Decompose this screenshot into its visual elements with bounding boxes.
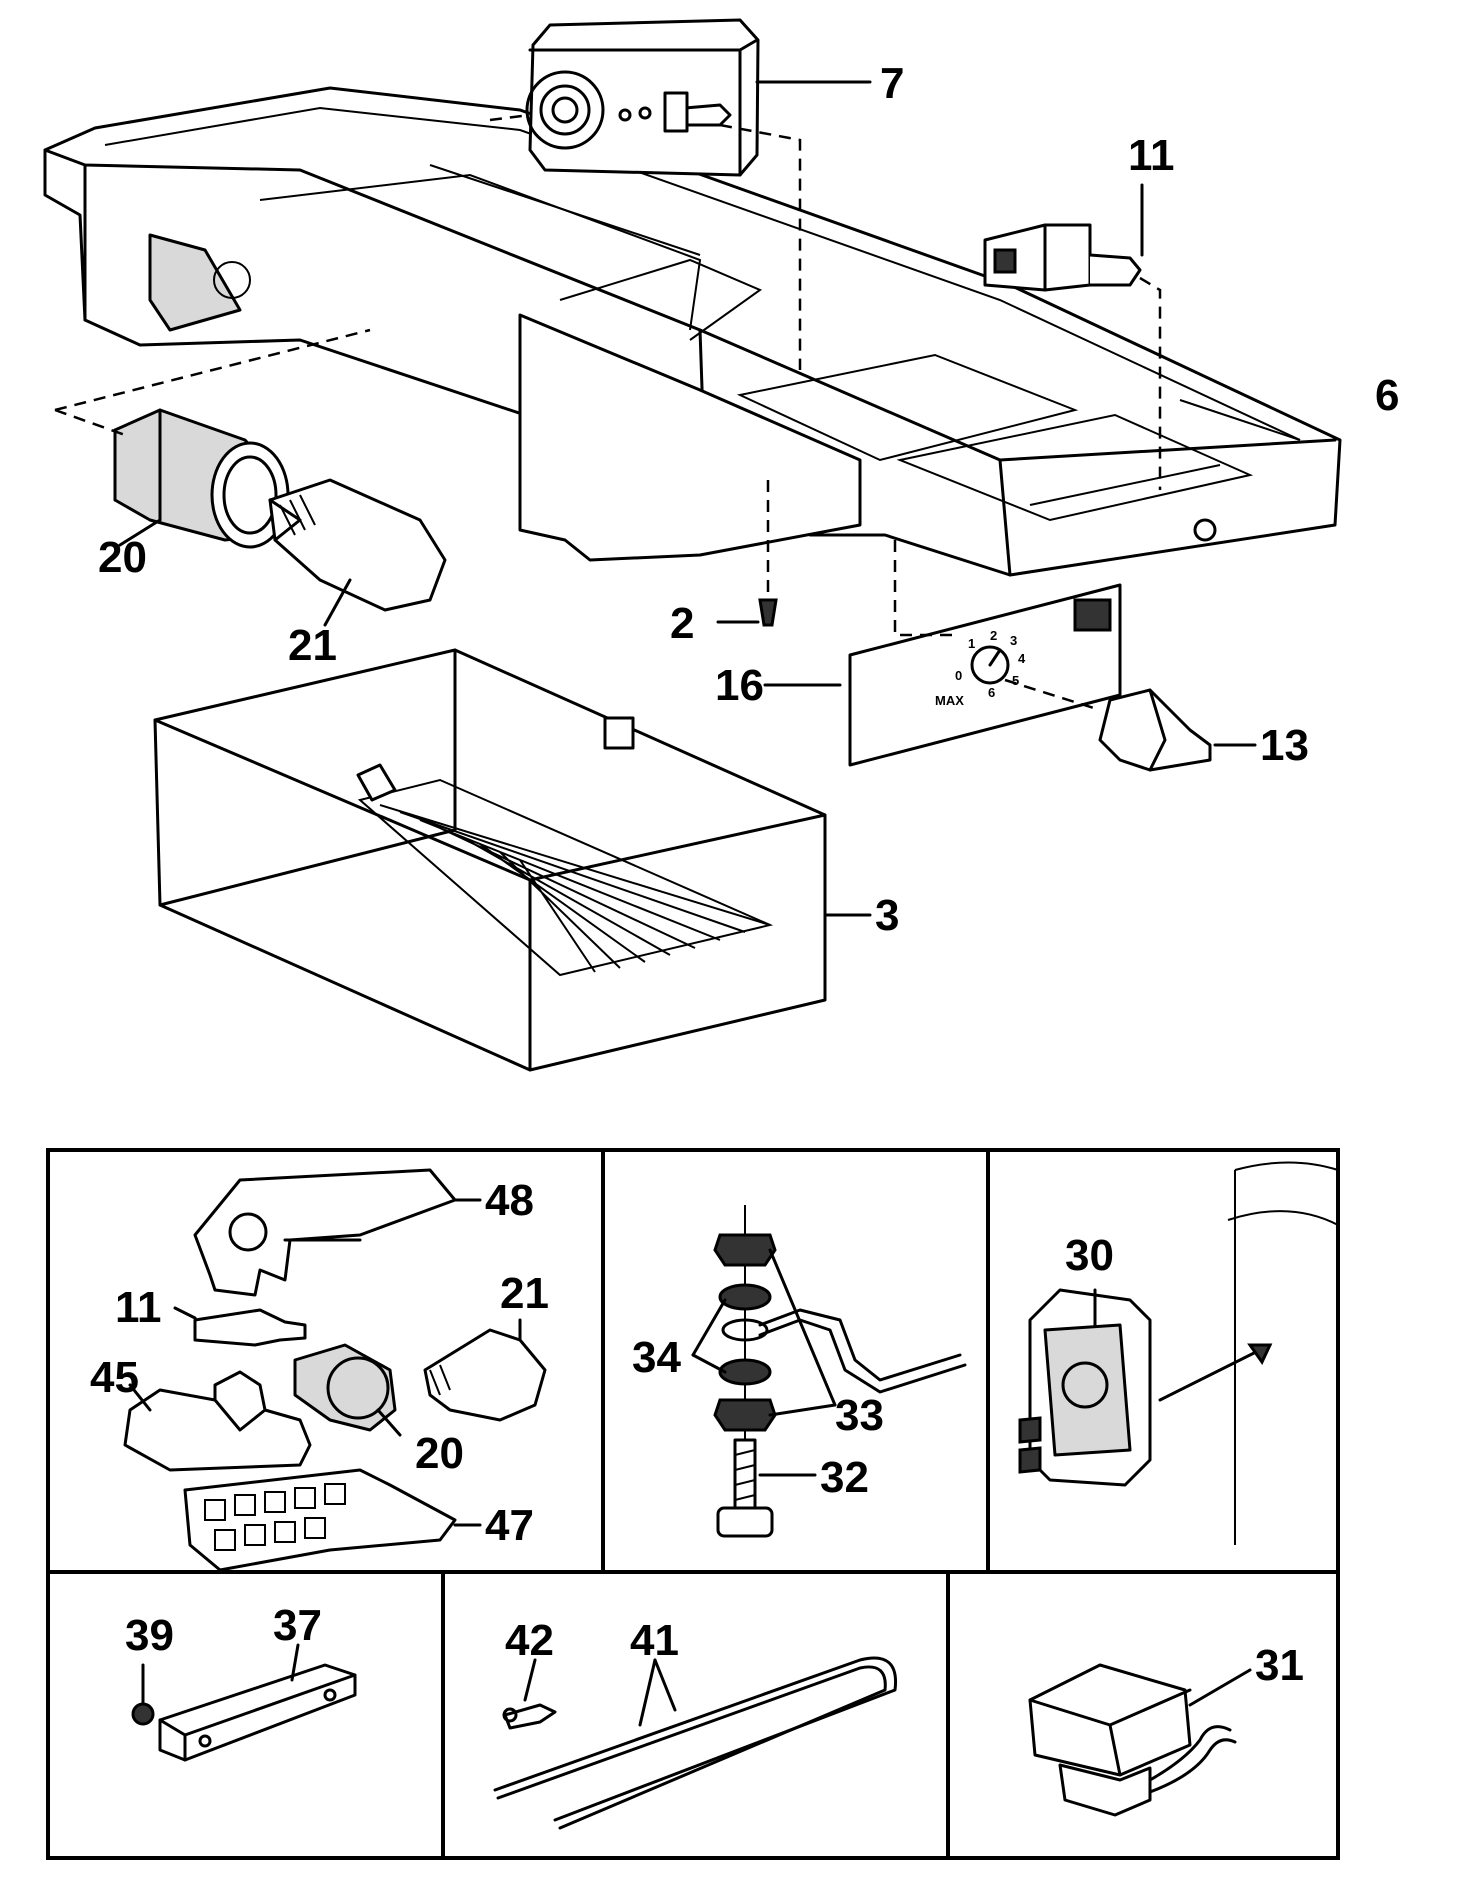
label-inset-48: 48 — [485, 1176, 534, 1225]
label-part-20: 20 — [98, 533, 147, 582]
screw-part-2 — [716, 480, 778, 627]
label-inset-47: 47 — [485, 1501, 534, 1550]
label-part-13: 13 — [1260, 721, 1309, 770]
inset-heater — [493, 1656, 898, 1830]
dial-number-6: 6 — [988, 685, 995, 700]
label-inset-37: 37 — [273, 1601, 322, 1650]
dial-number-0: 0 — [955, 668, 962, 683]
inset-part-30 — [1018, 1161, 1339, 1545]
label-part-21: 21 — [288, 621, 337, 670]
label-inset-41: 41 — [630, 1616, 679, 1665]
dial-number-1: 1 — [968, 636, 975, 651]
label-inset-39: 39 — [125, 1611, 174, 1660]
thermostat-part-7 — [489, 18, 872, 370]
dial-number-3: 3 — [1010, 633, 1017, 648]
label-part-6: 6 — [1375, 371, 1399, 420]
label-inset-33: 33 — [835, 1391, 884, 1440]
housing-part-6 — [43, 86, 1342, 577]
label-inset-45: 45 — [90, 1353, 139, 1402]
switch-part-11 — [983, 183, 1162, 490]
label-inset-11: 11 — [115, 1283, 162, 1332]
inset-bracket — [131, 1643, 357, 1762]
dial-number-4: 4 — [1018, 651, 1026, 666]
label-inset-30: 30 — [1065, 1231, 1114, 1280]
label-part-7: 7 — [880, 59, 904, 108]
dial-max-label: MAX — [935, 693, 964, 708]
label-inset-42: 42 — [505, 1616, 554, 1665]
dial-number-2: 2 — [990, 628, 997, 643]
inset-lamp-assembly — [123, 1168, 547, 1572]
inset-grid — [46, 1148, 1340, 1860]
label-inset-31: 31 — [1255, 1641, 1304, 1690]
label-part-2: 2 — [670, 599, 694, 648]
label-inset-21: 21 — [500, 1269, 549, 1318]
label-part-3: 3 — [875, 891, 899, 940]
label-inset-20: 20 — [415, 1429, 464, 1478]
lamp-bulb-part-21 — [268, 478, 447, 627]
inset-fastener-stack — [691, 1205, 967, 1538]
label-part-16: 16 — [715, 661, 764, 710]
knob-part-13 — [1098, 688, 1257, 772]
dial-number-5: 5 — [1012, 673, 1019, 688]
label-inset-34: 34 — [632, 1333, 681, 1382]
tray-part-3 — [153, 648, 872, 1072]
label-inset-32: 32 — [820, 1453, 869, 1502]
label-part-11: 11 — [1128, 131, 1175, 180]
inset-part-31 — [1028, 1663, 1252, 1817]
lamp-holder-part-20 — [54, 328, 371, 549]
dial-plate-part-16: 0 1 2 3 4 5 6 MAX — [763, 540, 1122, 767]
